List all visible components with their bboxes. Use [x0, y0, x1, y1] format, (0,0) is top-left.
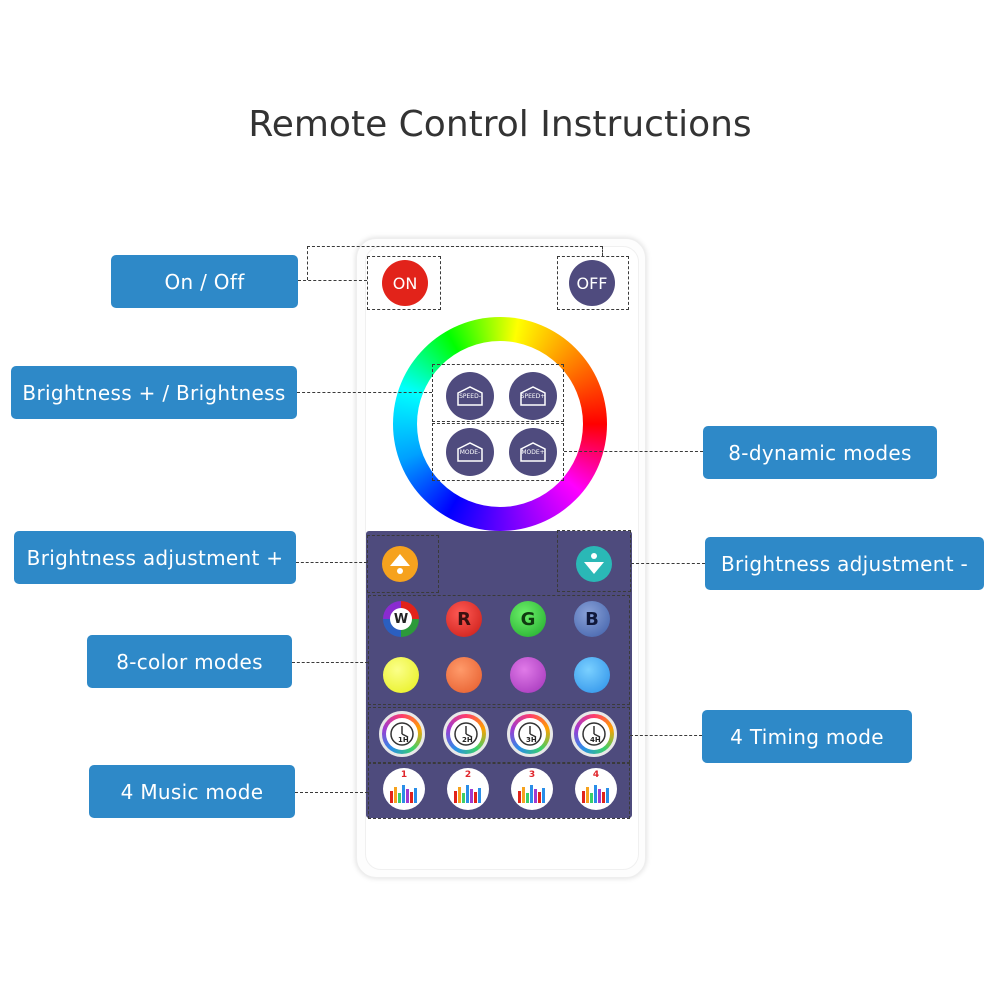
timer-2h-button[interactable]: 2H	[443, 711, 489, 757]
color-wheel-center	[417, 341, 583, 507]
label-brightness: Brightness + / Brightness	[11, 366, 297, 419]
timer-3h-label: 3H	[526, 736, 537, 744]
leader-line	[307, 246, 603, 247]
color-blue-button[interactable]: B	[574, 601, 610, 637]
on-button[interactable]: ON	[382, 260, 428, 306]
off-highlight-box	[557, 256, 629, 310]
speed-minus-button[interactable]: SPEED-	[446, 372, 494, 420]
on-highlight-box	[367, 256, 441, 310]
timer-4h-label: 4H	[590, 736, 601, 744]
label-color-modes: 8-color modes	[87, 635, 292, 688]
equalizer-icon	[518, 785, 545, 803]
music-3-button[interactable]: 3	[511, 768, 553, 810]
clock-icon	[390, 722, 414, 746]
label-brightness-minus: Brightness adjustment -	[705, 537, 984, 590]
leader-line	[307, 246, 308, 280]
equalizer-icon	[390, 785, 417, 803]
equalizer-icon	[582, 785, 609, 803]
mode-plus-label: MODE+	[521, 449, 545, 456]
brightness-down-icon	[584, 553, 604, 574]
clock-icon	[582, 722, 606, 746]
pentagon-arrow-icon	[457, 386, 483, 406]
leader-line	[292, 662, 368, 663]
label-music-mode: 4 Music mode	[89, 765, 295, 818]
clock-icon	[518, 722, 542, 746]
label-on-off: On / Off	[111, 255, 298, 308]
leader-line	[631, 563, 705, 564]
speed-plus-button[interactable]: SPEED+	[509, 372, 557, 420]
speed-highlight-box	[432, 364, 564, 422]
timer-4h-button[interactable]: 4H	[571, 711, 617, 757]
pentagon-arrow-icon	[520, 386, 546, 406]
music-1-button[interactable]: 1	[383, 768, 425, 810]
color-green-button[interactable]: G	[510, 601, 546, 637]
timer-highlight-box	[368, 707, 630, 763]
color-orange-button[interactable]	[446, 657, 482, 693]
brightness-up-button[interactable]	[382, 546, 418, 582]
pentagon-arrow-icon	[457, 442, 483, 462]
speed-plus-label: SPEED+	[520, 393, 546, 400]
timer-3h-button[interactable]: 3H	[507, 711, 553, 757]
brightness-down-highlight-box	[557, 530, 631, 592]
page-title: Remote Control Instructions	[248, 104, 752, 145]
timer-2h-label: 2H	[462, 736, 473, 744]
music-3-label: 3	[528, 770, 536, 780]
label-timing-mode: 4 Timing mode	[702, 710, 912, 763]
music-4-button[interactable]: 4	[575, 768, 617, 810]
clock-icon	[454, 722, 478, 746]
brightness-up-icon	[390, 554, 410, 574]
mode-minus-label: MODE-	[459, 449, 481, 456]
music-4-label: 4	[592, 770, 600, 780]
leader-line	[630, 735, 702, 736]
off-button[interactable]: OFF	[569, 260, 615, 306]
timer-1h-button[interactable]: 1H	[379, 711, 425, 757]
color-lightblue-button[interactable]	[574, 657, 610, 693]
mode-minus-button[interactable]: MODE-	[446, 428, 494, 476]
color-white-button[interactable]: W	[383, 601, 419, 637]
color-purple-button[interactable]	[510, 657, 546, 693]
music-2-label: 2	[464, 770, 472, 780]
mode-highlight-box	[432, 423, 564, 481]
color-yellow-button[interactable]	[383, 657, 419, 693]
music-2-button[interactable]: 2	[447, 768, 489, 810]
leader-line	[564, 451, 703, 452]
brightness-down-button[interactable]	[576, 546, 612, 582]
color-red-button[interactable]: R	[446, 601, 482, 637]
label-dynamic-modes: 8-dynamic modes	[703, 426, 937, 479]
leader-line	[295, 792, 368, 793]
leader-line	[297, 392, 432, 393]
timer-1h-label: 1H	[398, 736, 409, 744]
leader-line	[298, 280, 367, 281]
leader-line	[602, 246, 603, 256]
music-1-label: 1	[400, 770, 408, 780]
mode-plus-button[interactable]: MODE+	[509, 428, 557, 476]
speed-minus-label: SPEED-	[459, 393, 481, 400]
color-highlight-box	[368, 595, 630, 705]
color-white-label: W	[390, 608, 412, 630]
label-brightness-plus: Brightness adjustment +	[14, 531, 296, 584]
music-highlight-box	[368, 763, 630, 819]
pentagon-arrow-icon	[520, 442, 546, 462]
leader-line	[296, 562, 367, 563]
equalizer-icon	[454, 785, 481, 803]
brightness-up-highlight-box	[367, 535, 439, 593]
